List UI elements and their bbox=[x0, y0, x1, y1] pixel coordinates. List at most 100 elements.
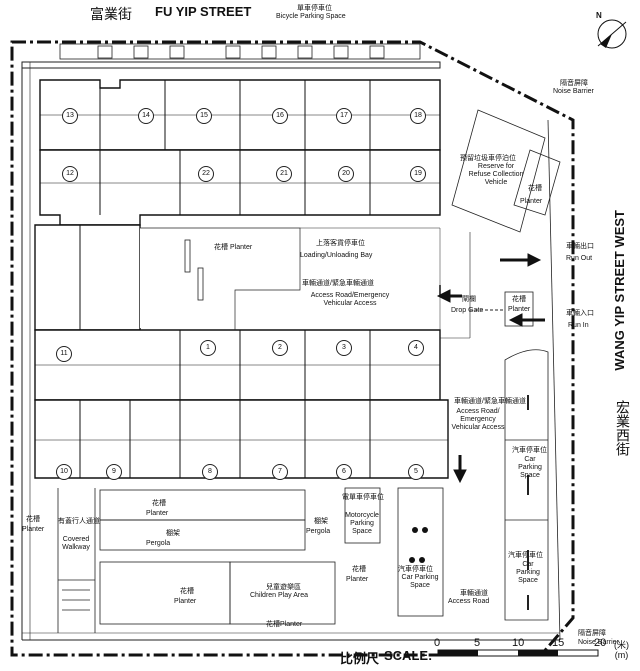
access2-en: Access Road/ Emergency Vehicular Access bbox=[451, 408, 505, 431]
planter-gate-cn: 花槽 bbox=[512, 296, 526, 303]
scale-bar bbox=[437, 649, 599, 657]
noise-barrier-top-cn: 隔音屏障 bbox=[560, 80, 588, 87]
scale-tick: 0 bbox=[434, 637, 441, 649]
pergola2-en: Pergola bbox=[306, 528, 331, 535]
house-number: 12 bbox=[62, 166, 78, 182]
bicycle-parking-en: Bicycle Parking Space bbox=[276, 13, 346, 20]
run-in-en: Run In bbox=[568, 322, 589, 329]
play-cn: 兒童遊樂區 bbox=[266, 584, 301, 591]
planter-bottom-en: Planter bbox=[280, 621, 303, 628]
scale-tick: 15 bbox=[552, 637, 565, 649]
access1-cn: 車輛通道/緊急車輛通道 bbox=[302, 280, 374, 287]
house-number: 2 bbox=[272, 340, 288, 356]
house-number: 9 bbox=[106, 464, 122, 480]
access2-cn: 車輛通道/緊急車輛通道 bbox=[454, 398, 526, 405]
street-north-cn: 富業街 bbox=[90, 7, 132, 23]
refuse-collection-bay bbox=[451, 109, 546, 233]
house-number: 8 bbox=[202, 464, 218, 480]
street-north-en: FU YIP STREET bbox=[155, 4, 252, 19]
house-number: 4 bbox=[408, 340, 424, 356]
moto-en: Motorcycle Parking Space bbox=[345, 512, 379, 535]
house-number: 11 bbox=[56, 346, 72, 362]
access3-en: Access Road bbox=[448, 598, 490, 605]
moto-cn: 電單車停車位 bbox=[342, 494, 384, 501]
house-number: 1 bbox=[200, 340, 216, 356]
drop-gate-cn: 閘欄 bbox=[462, 296, 476, 303]
play-en: Children Play Area bbox=[250, 592, 308, 599]
pergola1-en: Pergola bbox=[146, 540, 171, 547]
planter-west-en: Planter bbox=[22, 526, 45, 533]
bicycle-parking-strip bbox=[59, 43, 421, 60]
north-arrow-icon bbox=[597, 19, 627, 49]
planter-ne-en: Planter bbox=[520, 198, 543, 205]
house-number: 18 bbox=[410, 108, 426, 124]
scale-tick: 10 bbox=[512, 637, 525, 649]
planter-s3-en: Planter bbox=[174, 598, 197, 605]
drop-gate-planter bbox=[504, 291, 534, 327]
planter-s2-cn: 花槽 bbox=[352, 566, 366, 573]
pergola2-cn: 棚架 bbox=[314, 518, 328, 525]
planter-west-cn: 花槽 bbox=[26, 516, 40, 523]
carpark2-cn: 汽車停車位 bbox=[508, 552, 543, 559]
planter-mid-cn: 花槽 bbox=[214, 244, 228, 251]
access3-cn: 車輛通道 bbox=[460, 590, 488, 597]
carpark1-cn: 汽車停車位 bbox=[512, 447, 547, 454]
planter-box bbox=[184, 239, 191, 273]
walkway-en: Covered Walkway bbox=[62, 536, 90, 551]
perimeter-wall bbox=[21, 61, 441, 69]
noise-barrier-bottom-en: Noise Barrier bbox=[578, 639, 619, 646]
planter-mid-en: Planter bbox=[230, 244, 253, 251]
house-number: 6 bbox=[336, 464, 352, 480]
motorcycle-icons bbox=[409, 527, 428, 563]
house-number: 17 bbox=[336, 108, 352, 124]
house-number: 5 bbox=[408, 464, 424, 480]
planter-s3-cn: 花槽 bbox=[180, 588, 194, 595]
site-boundary bbox=[10, 40, 575, 657]
house-number: 16 bbox=[272, 108, 288, 124]
planter-box bbox=[197, 267, 204, 301]
scale-title-en: SCALE: bbox=[384, 648, 433, 663]
street-east-cn: 宏業西街 bbox=[614, 400, 630, 456]
house-number: 13 bbox=[62, 108, 78, 124]
planter-s1-en: Planter bbox=[146, 510, 169, 517]
carpark2-en: Car Parking Space bbox=[516, 561, 540, 584]
run-out-cn: 車輛出口 bbox=[566, 243, 594, 250]
scale-title-cn: 比例尺 bbox=[340, 651, 380, 666]
house-number: 14 bbox=[138, 108, 154, 124]
run-out-en: Run Out bbox=[566, 255, 593, 262]
house-number: 3 bbox=[336, 340, 352, 356]
house-number: 7 bbox=[272, 464, 288, 480]
noise-barrier-bottom-cn: 隔音屏障 bbox=[578, 630, 606, 637]
loading-cn: 上落客貨停車位 bbox=[316, 240, 365, 247]
house-number: 20 bbox=[338, 166, 354, 182]
car-parking-east bbox=[504, 349, 549, 621]
north-label: N bbox=[596, 11, 602, 20]
planter-gate-en: Planter bbox=[508, 306, 531, 313]
house-number: 15 bbox=[196, 108, 212, 124]
house-number: 22 bbox=[198, 166, 214, 182]
refuse-cn: 預留垃圾車停泊位 bbox=[460, 155, 516, 162]
planter-s1-cn: 花槽 bbox=[152, 500, 166, 507]
noise-barrier-top-en: Noise Barrier bbox=[553, 88, 594, 95]
house-number: 19 bbox=[410, 166, 426, 182]
traffic-arrows bbox=[436, 253, 545, 484]
house-number: 21 bbox=[276, 166, 292, 182]
refuse-en: Reserve for Refuse Collection Vehicle bbox=[468, 163, 524, 186]
planter-bottom-cn: 花槽 bbox=[266, 621, 280, 628]
south-garden bbox=[57, 487, 444, 633]
planter-ne-cn: 花槽 bbox=[528, 185, 542, 192]
planter-s2-en: Planter bbox=[346, 576, 369, 583]
bicycle-parking-cn: 單車停車位 bbox=[297, 5, 332, 12]
planter-ne bbox=[513, 149, 561, 216]
drop-gate-en: Drop Gate bbox=[451, 307, 484, 314]
street-east-en: WANG YIP STREET WEST bbox=[612, 210, 627, 371]
carpark3-en: Car Parking Space bbox=[401, 574, 439, 589]
scale-tick: 20 bbox=[594, 637, 607, 649]
carpark3-cn: 汽車停車位 bbox=[398, 566, 433, 573]
pergola1-cn: 棚架 bbox=[166, 530, 180, 537]
scale-tick: 5 bbox=[474, 637, 481, 649]
carpark1-en: Car Parking Space bbox=[518, 456, 542, 479]
loading-en: Loading/Unloading Bay bbox=[300, 252, 373, 259]
house-number: 10 bbox=[56, 464, 72, 480]
